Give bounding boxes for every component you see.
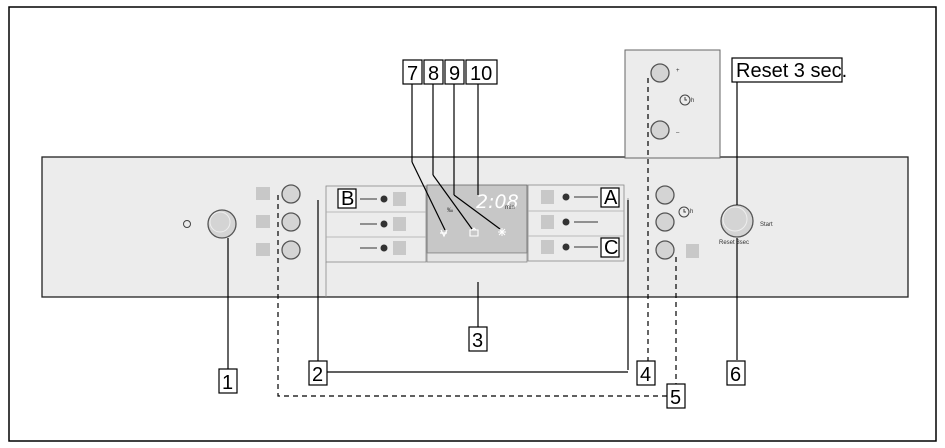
on-off-icon	[183, 220, 191, 228]
callout-6-box	[726, 360, 746, 386]
timer-minus-label: –	[676, 130, 680, 136]
callout-10: 10	[470, 63, 492, 85]
timer-button[interactable]	[655, 212, 675, 232]
timer-plus-label: +	[676, 68, 680, 74]
start-label: Start	[760, 222, 773, 228]
callout-5-box	[666, 383, 686, 409]
callout-6: 6	[730, 364, 741, 386]
callout-reset: Reset 3 sec.	[736, 60, 847, 82]
dashed-leader-left	[277, 195, 676, 397]
timer-plus-button[interactable]	[650, 63, 670, 83]
indicator-square	[686, 244, 699, 258]
clock-h-label: h	[690, 209, 693, 215]
callout-4: 4	[640, 364, 651, 386]
callout-2-box	[308, 360, 328, 386]
option-button-1[interactable]	[655, 185, 675, 205]
svg-text:h: h	[691, 98, 694, 104]
indicator-square	[256, 243, 270, 256]
indicator-square	[256, 187, 270, 200]
program-label-a-box	[600, 187, 620, 208]
timer-minus-button[interactable]	[650, 120, 670, 140]
digital-display	[426, 184, 528, 254]
program-button-3[interactable]	[281, 240, 301, 260]
callout-10-box	[465, 59, 498, 85]
salt-icon	[469, 227, 479, 237]
indicator-square	[256, 215, 270, 228]
callout-3-box	[468, 326, 488, 352]
callout-5: 5	[670, 387, 681, 409]
callout-9: 9	[449, 63, 460, 85]
program-label-b-box	[337, 188, 357, 209]
callout-3: 3	[472, 330, 483, 352]
callout-9-box	[444, 59, 465, 85]
program-label-c: C	[604, 237, 618, 259]
program-label-c-box	[600, 237, 620, 258]
callout-1-box	[218, 368, 238, 394]
display-unit: min	[505, 205, 515, 211]
callout-7-box	[402, 59, 423, 85]
option-button-3[interactable]	[655, 240, 675, 260]
callout-8: 8	[428, 63, 439, 85]
rinse-aid-icon	[440, 229, 448, 238]
callout-1: 1	[222, 372, 233, 394]
right-program-group	[527, 184, 625, 262]
start-button[interactable]	[720, 204, 754, 238]
program-button-1[interactable]	[281, 184, 301, 204]
program-label-b: B	[341, 188, 354, 210]
clock-icon	[679, 94, 691, 106]
program-button-2[interactable]	[281, 212, 301, 232]
display-symbol: ‰	[447, 208, 453, 214]
callout-2: 2	[312, 364, 323, 386]
left-option-group	[325, 185, 427, 263]
delay-timer-panel	[624, 49, 721, 159]
program-label-a: A	[604, 187, 618, 209]
water-supply-icon	[498, 228, 506, 236]
display-time: 2:08	[476, 191, 519, 213]
reset-small-label: Reset 3sec	[719, 240, 749, 246]
callout-4-box	[636, 360, 656, 386]
clock-icon	[678, 206, 690, 218]
callout-reset-box	[731, 57, 843, 83]
callout-8-box	[423, 59, 444, 85]
main-switch-button[interactable]	[207, 209, 237, 239]
callout-7: 7	[407, 63, 418, 85]
